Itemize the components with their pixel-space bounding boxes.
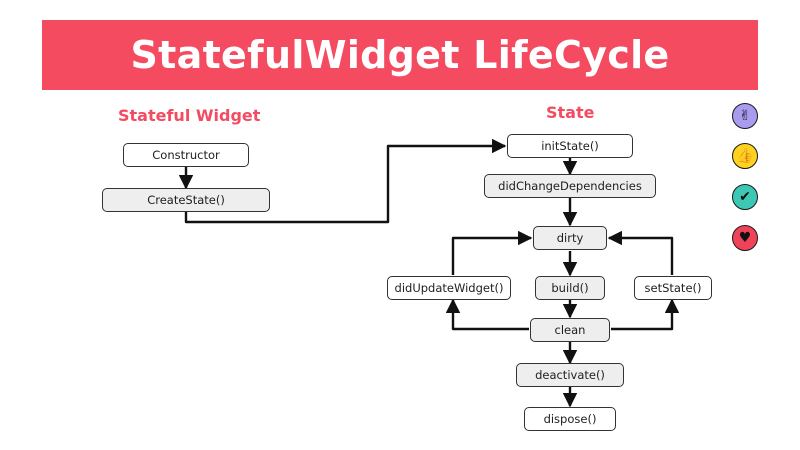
arrow-clean-to-didupdatewidget [445, 298, 529, 331]
didchangedependencies-node: didChangeDependencies [484, 174, 656, 198]
page-title: StatefulWidget LifeCycle [130, 33, 670, 77]
build-node: build() [535, 276, 605, 300]
arrow-clean-to-setstate [611, 298, 680, 331]
dispose-node: dispose() [524, 407, 616, 431]
didupdatewidget-node: didUpdateWidget() [387, 276, 511, 300]
title-banner: StatefulWidget LifeCycle [42, 20, 758, 90]
arrow-setstate-to-dirty [607, 230, 674, 275]
heart-icon[interactable]: ♥ [732, 225, 758, 251]
dirty-node: dirty [533, 226, 607, 250]
arrow-createstate-to-initstate [184, 138, 507, 224]
clean-node: clean [530, 318, 610, 342]
constructor-node: Constructor [123, 143, 249, 167]
deactivate-node: deactivate() [516, 363, 624, 387]
state-heading: State [546, 103, 595, 122]
peace-hand-icon[interactable]: ✌ [732, 103, 758, 129]
createstate-node: CreateState() [102, 188, 270, 212]
arrow-didupdatewidget-to-dirty [451, 230, 533, 275]
stateful-widget-heading: Stateful Widget [118, 106, 261, 125]
thumbs-up-icon[interactable]: 👍 [732, 143, 758, 169]
setstate-node: setState() [634, 276, 712, 300]
check-icon[interactable]: ✔ [732, 184, 758, 210]
initstate-node: initState() [507, 134, 633, 158]
